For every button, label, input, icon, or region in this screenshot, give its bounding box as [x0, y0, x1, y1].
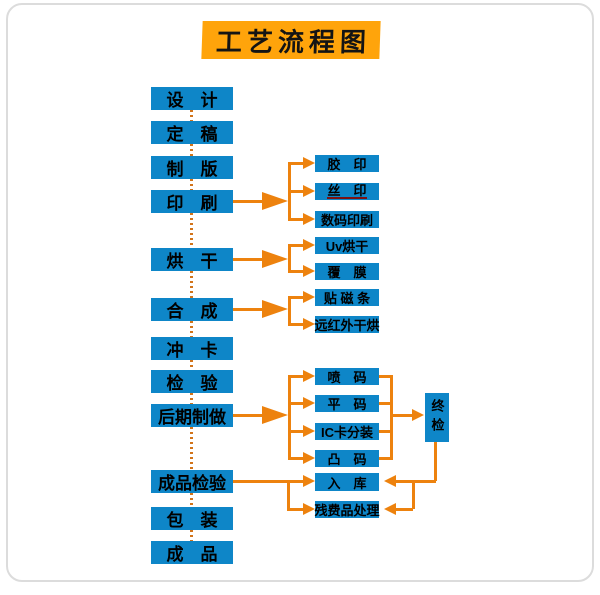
- branch-ic-card-packing: IC卡分装: [315, 423, 379, 440]
- stub-line: [288, 162, 303, 165]
- stub-line: [288, 270, 303, 273]
- arrowhead-right: [303, 265, 315, 277]
- junction-line: [287, 481, 290, 509]
- flow-step-packaging: 包 装: [151, 507, 233, 530]
- big-arrowhead: [262, 406, 288, 424]
- stub-line: [288, 323, 303, 326]
- flow-step-drying: 烘 干: [151, 248, 233, 271]
- node-waste-handling: 残费品处理: [314, 501, 380, 518]
- big-arrowhead: [262, 300, 288, 318]
- node-final-check: 终检: [425, 393, 449, 442]
- stub-line: [288, 190, 303, 193]
- branch-arrow-line: [233, 308, 263, 311]
- dotted-connector: [190, 493, 193, 507]
- bracket-line: [288, 375, 291, 460]
- branch-arrow-line: [233, 414, 263, 417]
- branch-far-infrared-drying: 远红外干烘: [314, 316, 380, 333]
- diagram-title: 工艺流程图: [201, 21, 381, 59]
- arrowhead-right: [303, 370, 315, 382]
- branch-laminating: 覆 膜: [315, 263, 379, 280]
- flow-step-design: 设 计: [151, 87, 233, 110]
- branch-flat-coding: 平 码: [315, 395, 379, 412]
- junction-line: [412, 481, 415, 509]
- flow-step-finished-product: 成 品: [151, 541, 233, 564]
- flow-step-inspection: 检 验: [151, 370, 233, 393]
- stub-line: [288, 244, 303, 247]
- arrowhead-right: [303, 425, 315, 437]
- inspection-out-line: [233, 480, 303, 483]
- silk-printing-label: 丝 印: [327, 182, 367, 200]
- dotted-connector: [190, 360, 193, 370]
- bracket-line: [288, 244, 291, 273]
- branch-uv-drying: Uv烘干: [315, 237, 379, 254]
- arrowhead-right: [303, 397, 315, 409]
- flow-step-post-production: 后期制做: [151, 404, 233, 427]
- return-line: [396, 508, 413, 511]
- dotted-connector: [190, 321, 193, 337]
- arrowhead-right: [303, 503, 315, 515]
- branch-silk-printing: 丝 印: [315, 183, 379, 200]
- arrowhead-right: [303, 185, 315, 197]
- branch-arrow-line: [233, 200, 263, 203]
- final-check-arrow-line: [390, 414, 414, 417]
- arrowhead-right: [303, 213, 315, 225]
- dotted-connector: [190, 179, 193, 190]
- flow-step-compositing: 合 成: [151, 298, 233, 321]
- dotted-connector: [190, 144, 193, 156]
- flow-step-plate-making: 制 版: [151, 156, 233, 179]
- dotted-connector: [190, 271, 193, 298]
- arrowhead-right: [303, 318, 315, 330]
- arrowhead-right: [303, 239, 315, 251]
- arrowhead-right: [412, 409, 424, 421]
- arrowhead-right: [303, 452, 315, 464]
- dotted-connector: [190, 393, 193, 404]
- dotted-connector: [190, 110, 193, 121]
- dotted-connector: [190, 530, 193, 541]
- stub-line: [379, 457, 393, 460]
- branch-magnetic-stripe: 贴 磁 条: [315, 289, 379, 306]
- stub-line: [288, 402, 303, 405]
- big-arrowhead: [262, 192, 288, 210]
- arrowhead-right: [303, 291, 315, 303]
- flow-step-final-draft: 定 稿: [151, 121, 233, 144]
- stub-line: [288, 457, 303, 460]
- flow-step-card-punching: 冲 卡: [151, 337, 233, 360]
- branch-offset-printing: 胶 印: [315, 155, 379, 172]
- diagram-card-border: [6, 3, 594, 582]
- stub-line: [288, 375, 303, 378]
- bracket-line: [390, 375, 393, 460]
- arrowhead-right: [303, 157, 315, 169]
- stub-line: [288, 218, 303, 221]
- stub-line: [379, 430, 393, 433]
- arrowhead-right: [303, 475, 315, 487]
- final-check-down-line: [434, 442, 437, 481]
- branch-embossed-coding: 凸 码: [315, 450, 379, 467]
- stub-line: [288, 430, 303, 433]
- stub-line: [379, 402, 393, 405]
- branch-digital-printing: 数码印刷: [315, 211, 379, 228]
- arrowhead-left: [384, 475, 396, 487]
- return-line: [396, 480, 436, 483]
- flow-step-product-inspection: 成品检验: [151, 470, 233, 493]
- stub-line: [288, 296, 303, 299]
- big-arrowhead: [262, 250, 288, 268]
- node-warehousing: 入 库: [315, 473, 379, 491]
- stub-line: [287, 508, 303, 511]
- dotted-connector: [190, 213, 193, 248]
- branch-inkjet-coding: 喷 码: [315, 368, 379, 385]
- flow-step-printing: 印 刷: [151, 190, 233, 213]
- dotted-connector: [190, 427, 193, 470]
- stub-line: [379, 375, 393, 378]
- branch-arrow-line: [233, 258, 263, 261]
- arrowhead-left: [384, 503, 396, 515]
- bracket-line: [288, 296, 291, 326]
